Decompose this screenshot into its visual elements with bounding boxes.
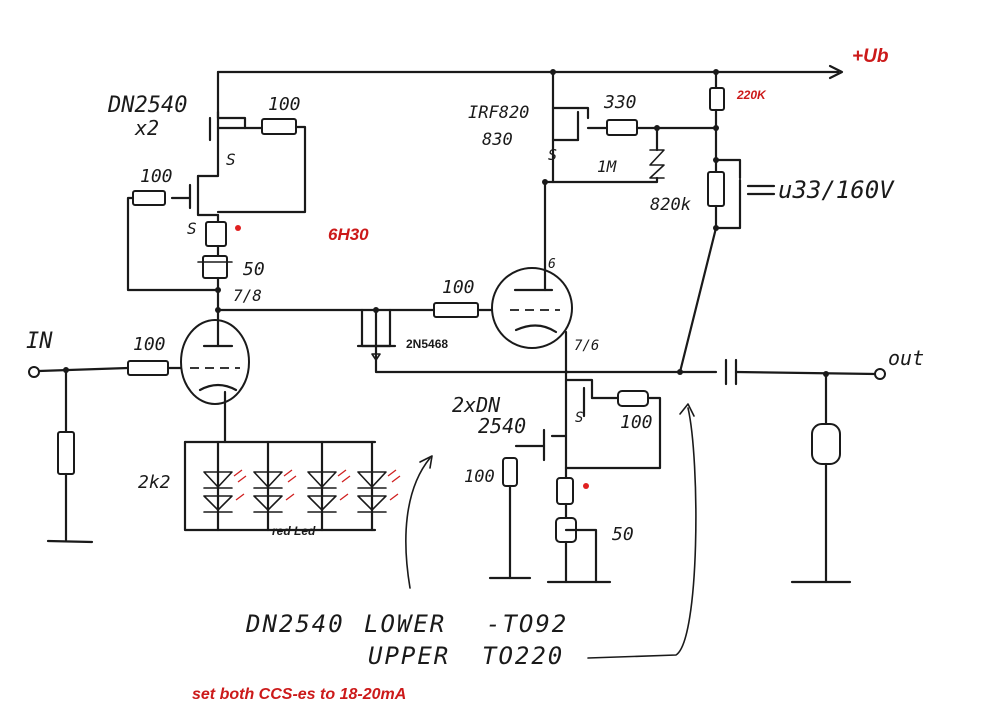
- input-cathode-pin: 7/8: [233, 286, 262, 305]
- note-line1-device: DN2540: [245, 610, 345, 638]
- input-triode-envelope: [180, 319, 250, 405]
- red-led-3: [307, 440, 351, 532]
- upper-ccs-count-label: x2: [134, 116, 159, 140]
- follower-stage: 6 7/6 IRF820 830 330 1M S 220K 820k u33/…: [468, 87, 895, 374]
- r-820k: [707, 171, 725, 207]
- follower-grid-resistor: [433, 302, 479, 318]
- notes: DN2540 LOWER -TO92 UPPER TO220 set both …: [192, 610, 568, 703]
- input-terminal: [28, 366, 40, 378]
- upper-ccs-r-mid-label: 100: [140, 166, 173, 187]
- note-line1-lower: LOWER: [364, 610, 446, 638]
- lower-ccs-r-left: [502, 457, 518, 487]
- upper-ccs-r-top-label: 100: [268, 94, 301, 115]
- output-label: out: [888, 346, 924, 370]
- follower-bias-resistor-label: 1M: [597, 157, 618, 176]
- input-stage: IN 100 7/8: [26, 286, 262, 544]
- lower-ccs-device2-label: 2540: [478, 414, 526, 438]
- follower-grid-resistor-label: 100: [442, 277, 475, 298]
- input-grid-leak-resistor: [57, 431, 75, 475]
- r-820k-label: 820k: [650, 195, 691, 215]
- annotation-arrows: [405, 403, 697, 659]
- input-grid-resistor: [127, 360, 169, 376]
- mosfet-sub-label: 830: [482, 130, 513, 150]
- lower-ccs: 2xDN 2540 100 S 100 50: [452, 370, 662, 584]
- upper-ccs-pin-s1: S: [226, 150, 236, 169]
- lower-ccs-r-left-label: 100: [464, 467, 495, 487]
- note-line2-package: TO220: [482, 642, 564, 670]
- interstage: 2N5468 100: [216, 277, 570, 374]
- upper-ccs-r-top: [261, 118, 297, 135]
- upper-ccs-r-mid: [132, 190, 166, 206]
- led-bias-network: 2k2: [138, 440, 401, 538]
- supply-rail: [216, 64, 844, 114]
- follower-anode-pin: 6: [548, 257, 556, 272]
- r-220k-label: 220K: [736, 88, 767, 102]
- lower-ccs-pin-s: S: [575, 410, 583, 426]
- lower-ccs-r-right: [617, 390, 649, 407]
- adjust-marker-lower: [583, 483, 589, 489]
- red-led-1: [203, 440, 247, 532]
- input-grid-resistor-label: 100: [133, 334, 166, 355]
- upper-ccs-pin-s2: S: [187, 219, 197, 238]
- upper-left-ccs: DN2540 x2 100 S 100 S 50: [107, 93, 307, 312]
- upper-ccs-r-sense: [202, 255, 228, 279]
- follower-gate-resistor-label: 330: [603, 92, 637, 113]
- lower-ccs-r-sense-label: 50: [612, 524, 634, 545]
- adjust-marker-upper: [235, 225, 241, 231]
- follower-triode-envelope: [491, 267, 573, 349]
- follower-gate-resistor: [606, 119, 638, 136]
- lower-ccs-device-label: 2xDN: [452, 393, 501, 417]
- mosfet-pin-s: S: [548, 146, 557, 164]
- lower-ccs-r-right-label: 100: [620, 412, 653, 433]
- cap-label: u33/160V: [778, 176, 895, 204]
- ccs-adjust-note: set both CCS-es to 18-20mA: [192, 686, 406, 703]
- tube-label: 6H30: [328, 225, 369, 244]
- led-bypass-label: 2k2: [138, 472, 171, 493]
- r-220k: [709, 87, 725, 111]
- red-led-2: [253, 440, 297, 532]
- upper-ccs-trim-resistor: [205, 221, 227, 247]
- mosfet-label: IRF820: [468, 103, 529, 123]
- output-terminal: [874, 368, 886, 380]
- note-line1-package: -TO92: [486, 610, 568, 638]
- output-stage: out: [564, 346, 924, 584]
- led-label: red Led: [272, 524, 316, 538]
- output-load-resistor: [811, 423, 841, 465]
- input-label: IN: [26, 329, 53, 354]
- follower-cathode-pin: 7/6: [574, 338, 599, 354]
- upper-ccs-r-sense-label: 50: [243, 259, 265, 280]
- jfet-label: 2N5468: [406, 337, 448, 351]
- upper-ccs-device-label: DN2540: [107, 93, 187, 118]
- lower-ccs-trim-resistor: [556, 477, 574, 505]
- red-led-4: [357, 440, 401, 532]
- supply-label: +Ub: [852, 46, 889, 67]
- note-line2-upper: UPPER: [368, 642, 450, 670]
